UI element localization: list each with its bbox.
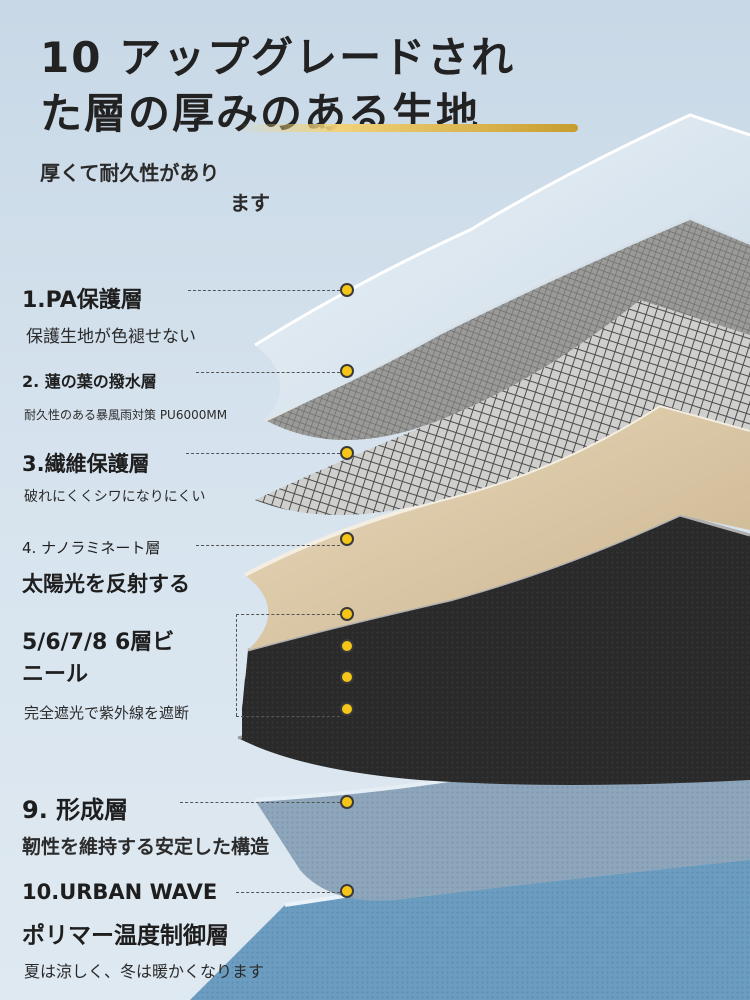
layer-3-marker — [340, 446, 354, 460]
layer-8-marker — [340, 702, 354, 716]
layer-1-leader — [188, 290, 340, 291]
layer-9-leader — [180, 802, 340, 803]
layer-1-shape — [255, 115, 750, 420]
layer-5-shape — [245, 515, 750, 682]
layer-8-shape — [238, 620, 750, 785]
layer-10-marker — [340, 884, 354, 898]
layer-4-heading: 4. ナノラミネート層 — [22, 539, 161, 557]
layer-9-desc: 靭性を維持する安定した構造 — [22, 836, 270, 858]
layer-4-desc: 太陽光を反射する — [22, 572, 190, 596]
layer-4-marker — [340, 532, 354, 546]
layer-3-heading: 3.繊維保護層 — [22, 452, 150, 476]
layer-5-8-heading-line-2: ニール — [22, 662, 89, 687]
headline-underline — [238, 124, 578, 132]
layer-6-shape — [242, 552, 750, 710]
subheadline: 厚くて耐久性があり ます — [40, 158, 270, 218]
layer-6-marker — [340, 639, 354, 653]
layer-7-marker — [340, 670, 354, 684]
layer-2-shape — [265, 215, 750, 440]
layer-10-heading: 10.URBAN WAVE — [22, 880, 218, 904]
layer-4-shape — [245, 405, 750, 650]
layer-5-8-heading-line-1: 5/6/7/8 6層ビ — [22, 630, 175, 655]
layer-10-desc: 夏は涼しく、冬は暖かくなります — [24, 962, 265, 981]
layer-9-heading: 9. 形成層 — [22, 796, 129, 824]
layer-3-shape — [255, 300, 750, 515]
layer-10-heading-line-2: ポリマー温度制御層 — [22, 923, 229, 949]
layer-2-leader — [196, 372, 340, 373]
layer-5-marker — [340, 607, 354, 621]
layer-3-leader — [186, 453, 340, 454]
subheadline-line-1: 厚くて耐久性があり — [40, 161, 220, 185]
headline-line-1: 10 アップグレードされ — [40, 33, 516, 82]
layer-7-shape — [242, 588, 750, 740]
layer-5-leader — [236, 614, 340, 615]
layer-2-heading: 2. 蓮の葉の撥水層 — [22, 372, 157, 391]
layer-9-marker — [340, 795, 354, 809]
layer-2-desc: 耐久性のある暴風雨対策 PU6000MM — [24, 408, 228, 422]
layer-1-heading: 1.PA保護層 — [22, 288, 143, 313]
layer-1-desc: 保護生地が色褪せない — [26, 327, 196, 347]
layer-3-desc: 破れにくくシワになりにくい — [24, 489, 206, 505]
subheadline-line-2: ます — [230, 191, 270, 215]
layer-4-leader — [196, 545, 340, 546]
layer-1-marker — [340, 283, 354, 297]
layer-10-leader — [236, 892, 340, 893]
layer-5-8-desc: 完全遮光で紫外線を遮断 — [24, 704, 190, 722]
layer-2-marker — [340, 364, 354, 378]
layer-5-8-bracket — [236, 614, 237, 716]
layer-8-leader — [236, 716, 340, 717]
